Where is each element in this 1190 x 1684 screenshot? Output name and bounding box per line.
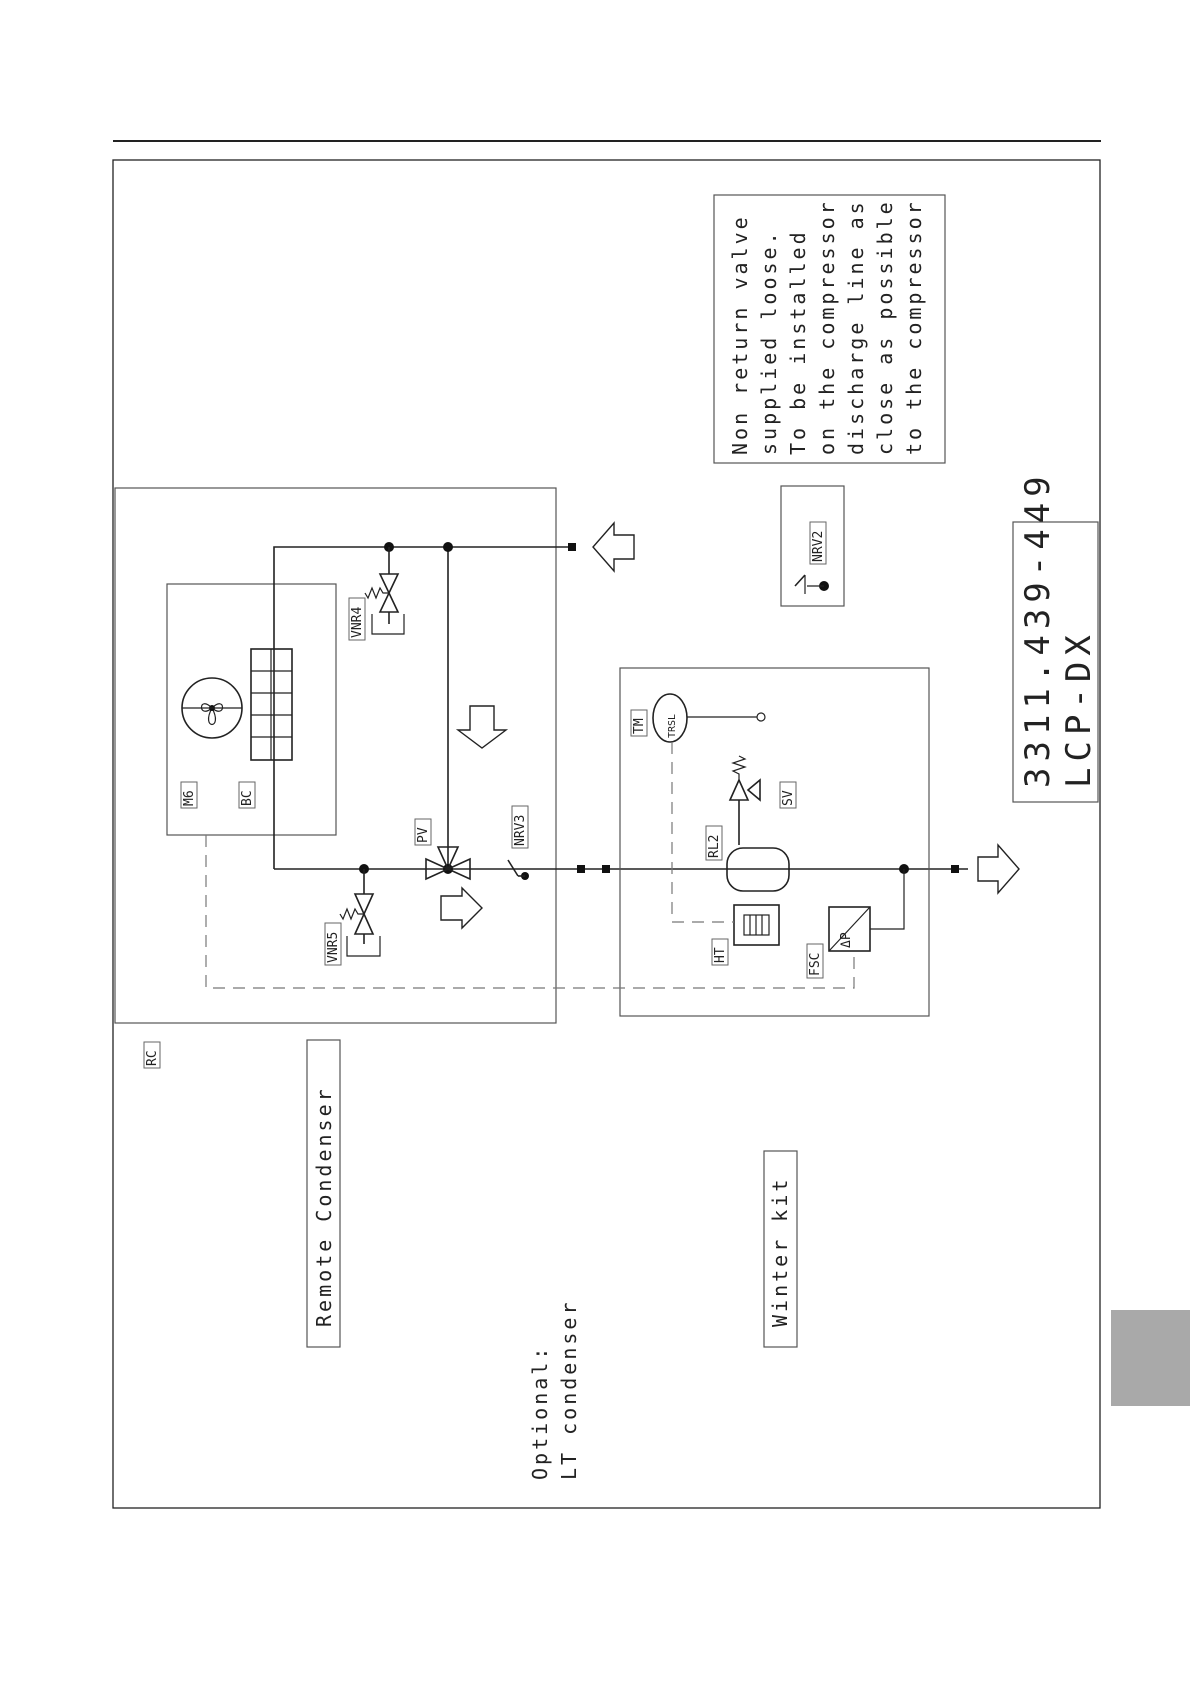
fan-motor [182,678,242,738]
tag-rl2-text: RL2 [707,835,722,858]
note-line: close as possible [873,199,897,455]
tag-fsc: FSC [807,944,823,978]
tag-pv-text: PV [416,827,431,843]
tag-bc-text: BC [240,790,255,806]
drawing-number: 3311.439-449 [1018,470,1058,788]
tag-ht: HT [712,939,728,965]
note-line: supplied loose. [757,229,781,455]
optional-line1: Optional: [528,1345,552,1480]
tag-dp-text: ΔP [839,932,854,948]
note-line: discharge line as [844,199,868,455]
tag-bc: BC [239,782,255,808]
tag-rc: RC [144,1042,160,1068]
flow-arrow-outlet [978,845,1019,893]
note-line: Non return valve [728,214,752,455]
flow-arrow-inlet [593,523,634,571]
remote-condenser-title: Remote Condenser [312,1086,336,1327]
pipe-connector [568,543,576,551]
tag-sv-text: SV [781,790,796,806]
vnr5-valve [340,869,380,956]
tag-ht-text: HT [713,947,728,963]
note-line: to the compressor [902,199,926,455]
drawing-frame [113,160,1100,1508]
winter-kit-title-text: Winter kit [768,1177,792,1327]
tag-vnr5-text: VNR5 [326,932,341,963]
pipe-connector [951,865,959,873]
junction-dot [443,542,453,552]
control-wiring [206,835,854,988]
tag-fsc-text: FSC [808,953,823,976]
tag-vnr4-text: VNR4 [350,607,365,638]
tag-vnr5: VNR5 [325,923,341,965]
heater [734,905,779,945]
optional-line2: LT condenser [557,1300,581,1481]
note-line: To be installed [786,229,810,455]
drawing-id: 3311.439-449 LCP-DX [1018,470,1099,788]
tag-nrv2-text: NRV2 [811,531,826,562]
optional-title: Optional: LT condenser [528,1300,581,1481]
tag-sv: SV [780,782,796,808]
pipe-connector [577,865,585,873]
tag-trsl: TRSL [667,714,678,738]
tag-trsl-text: TRSL [667,714,678,738]
tag-tm: TM [631,710,647,736]
winter-kit-title: Winter kit [768,1177,792,1327]
note-text: Non return valve supplied loose. To be i… [728,199,926,455]
tag-nrv3: NRV3 [512,806,528,848]
tag-vnr4: VNR4 [349,598,365,640]
tag-m6-text: M6 [182,790,197,806]
tag-rc-text: RC [145,1050,160,1066]
tag-m6: M6 [181,782,197,808]
remote-condenser-title-text: Remote Condenser [312,1086,336,1327]
tag-rl2: RL2 [706,826,722,860]
tag-tm-text: TM [632,718,647,734]
nrv2-check-valve [795,575,829,594]
tag-nrv3-text: NRV3 [513,815,528,846]
condenser-coil [251,649,292,760]
tag-nrv2: NRV2 [810,522,826,564]
drawing-model: LCP-DX [1059,629,1099,788]
safety-valve [730,756,760,845]
control-wiring [672,742,734,922]
note-line: on the compressor [815,199,839,455]
tag-pv: PV [415,819,431,845]
flow-arrow-pv [441,888,482,928]
flow-arrow-down [458,706,506,748]
vnr4-valve [365,547,404,634]
side-tab [1111,1310,1190,1406]
pipe-connector [602,865,610,873]
tag-dp: ΔP [839,932,854,948]
